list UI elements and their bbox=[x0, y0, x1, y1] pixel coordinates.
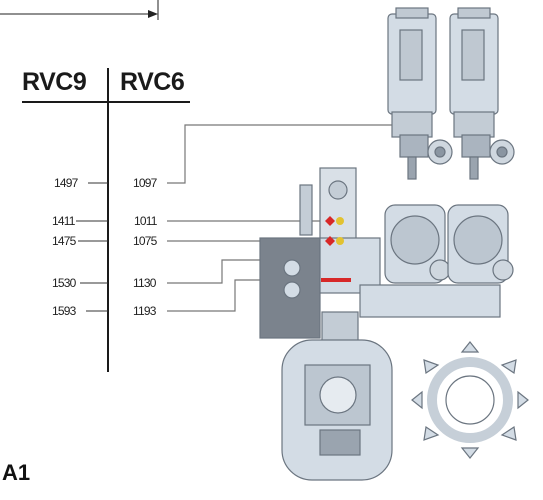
tool-carousel bbox=[411, 341, 529, 459]
rvc9-value: 1497 bbox=[54, 176, 78, 190]
rvc9-ticks bbox=[76, 182, 108, 312]
horizontal-motor-left bbox=[384, 204, 451, 284]
rvc6-header: RVC6 bbox=[120, 68, 185, 96]
rvc9-value: 1411 bbox=[52, 214, 75, 228]
rvc6-value: 1097 bbox=[133, 176, 157, 190]
rvc9-value: 1530 bbox=[52, 276, 76, 290]
rvc9-value: 1475 bbox=[52, 234, 76, 248]
position-markers bbox=[321, 216, 351, 282]
head-assembly bbox=[259, 167, 501, 339]
vertical-spindle-units bbox=[387, 7, 515, 180]
horizontal-motor-right bbox=[447, 204, 514, 284]
rvc6-value: 1075 bbox=[133, 234, 157, 248]
rvc6-value: 1011 bbox=[134, 214, 157, 228]
lower-aggregate bbox=[281, 311, 393, 481]
rvc6-value: 1130 bbox=[133, 276, 156, 290]
rvc9-header: RVC9 bbox=[22, 68, 87, 96]
figure-label: A1 bbox=[2, 460, 31, 485]
rvc9-value: 1593 bbox=[52, 304, 76, 318]
vertical-spindle-left bbox=[387, 7, 453, 180]
dimension-arrow bbox=[0, 0, 159, 20]
horizontal-motors bbox=[384, 204, 514, 284]
rvc6-value: 1193 bbox=[133, 304, 156, 318]
vertical-spindle-right bbox=[449, 7, 515, 180]
